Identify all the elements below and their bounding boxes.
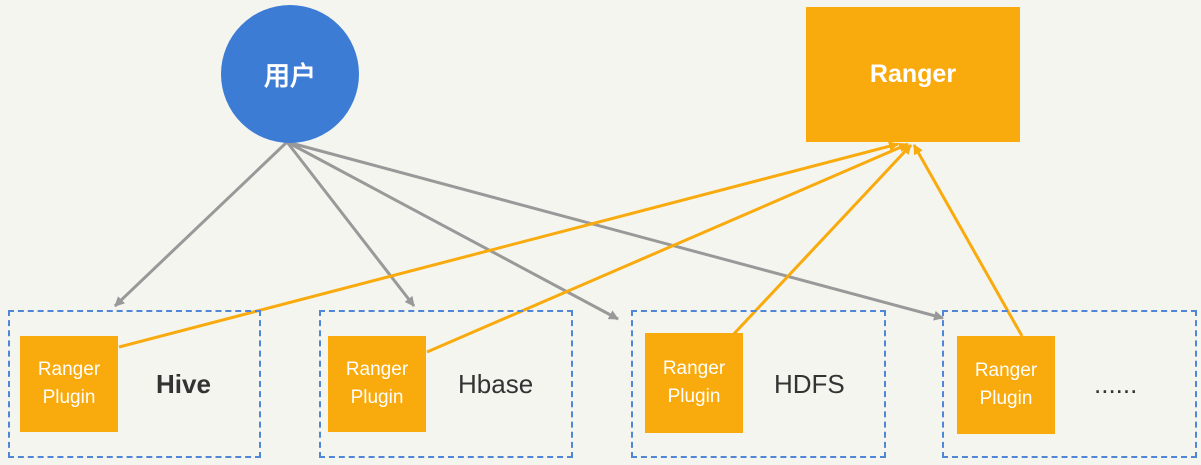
ranger-plugin-other: Ranger Plugin [957,336,1055,434]
plugin-label-line1: Ranger [662,358,726,379]
plugin-label-line2: Plugin [350,387,404,408]
service-label-hive: Hive [156,369,211,399]
arrow-user-to-hdfs [286,140,619,321]
service-box-hive [8,310,261,458]
arrow-user-to-hbase [285,141,416,307]
plugin-label-line2: Plugin [979,388,1033,409]
arrow-hive-plugin-to-ranger [118,141,899,349]
service-label-hbase: Hbase [458,369,534,399]
plugin-label-line1: Ranger [37,359,101,380]
ranger-plugin-hdfs: Ranger Plugin [645,333,743,433]
ranger-plugin-hbase: Ranger Plugin [328,336,426,432]
arrow-user-to-other [286,140,944,321]
service-label-other: ...... [1094,369,1138,399]
plugin-label-line1: Ranger [974,360,1038,381]
user-node: 用户 [221,5,359,143]
ranger-plugin-hive: Ranger Plugin [20,336,118,432]
arrow-hbase-plugin-to-ranger [426,142,909,354]
service-box-other [942,310,1197,458]
ranger-node: Ranger [806,7,1020,142]
service-label-hdfs: HDFS [774,369,845,399]
plugin-label-line2: Plugin [667,386,721,407]
service-box-hdfs [631,310,886,458]
arrow-other-plugin-to-ranger [912,144,1024,337]
ranger-node-label: Ranger [869,60,957,88]
user-node-label: 用户 [263,61,316,92]
plugin-label-line1: Ranger [345,359,409,380]
plugin-label-line2: Plugin [42,387,96,408]
arrow-hdfs-plugin-to-ranger [729,143,913,339]
service-box-hbase [319,310,573,458]
arrow-user-to-hive [113,140,289,308]
